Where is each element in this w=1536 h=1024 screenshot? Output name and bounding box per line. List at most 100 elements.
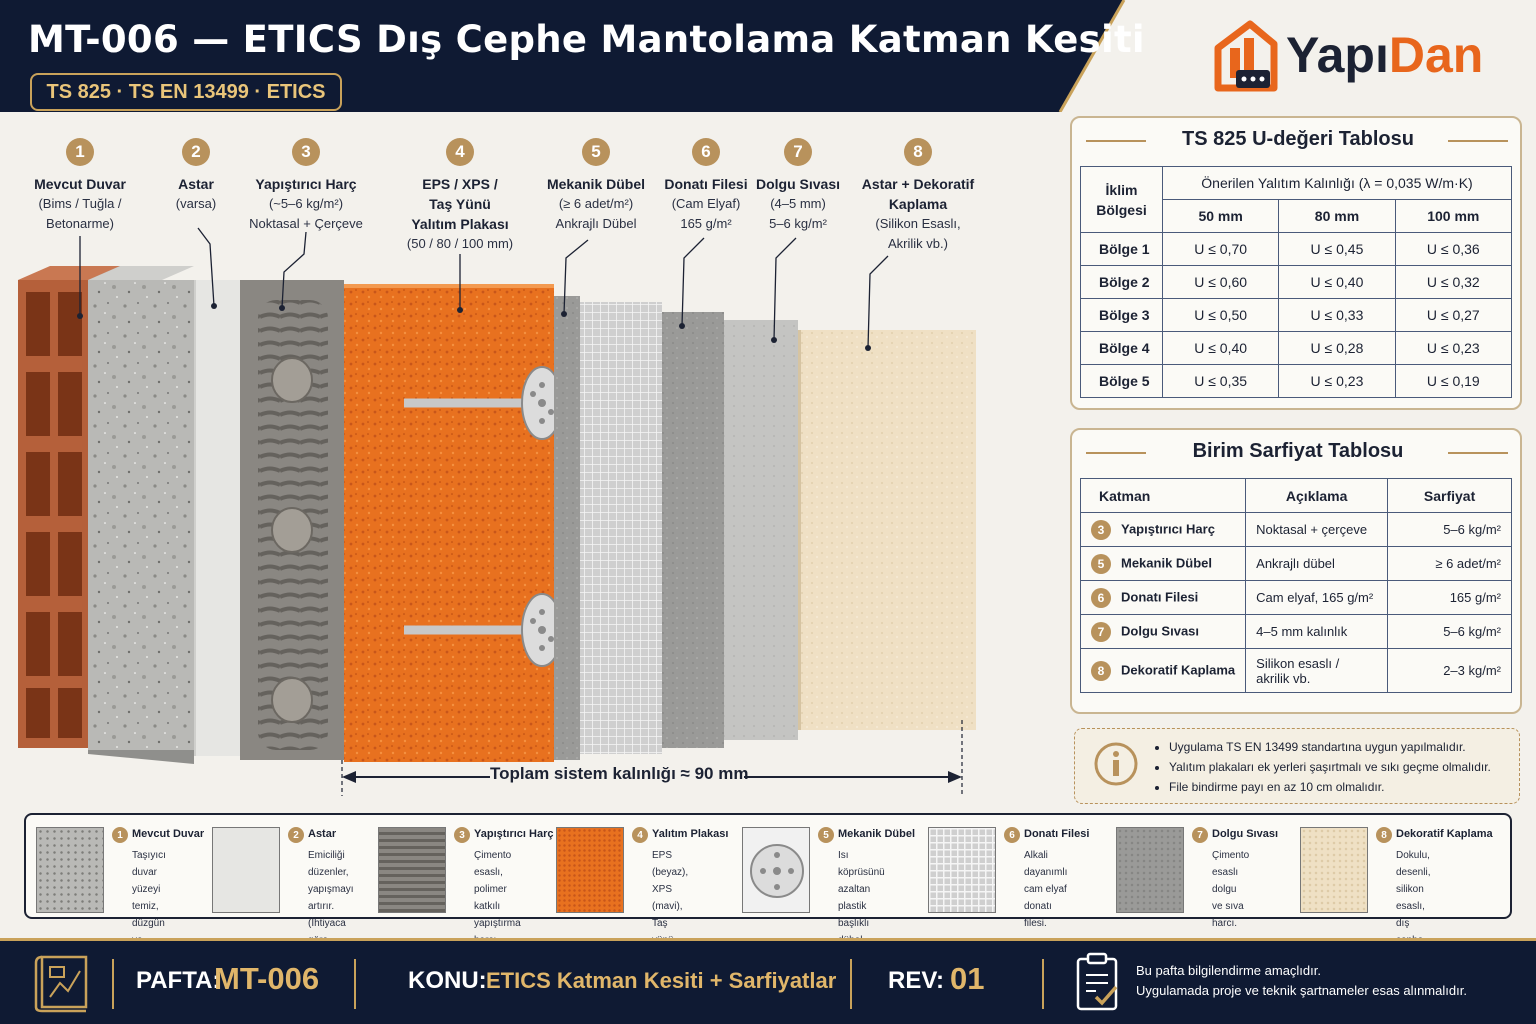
layer-name: Astar + Dekoratif Kaplama [861,176,975,212]
s-col-header: Açıklama [1245,478,1389,513]
layer-number-badge: 8 [1376,827,1392,843]
footer-note-1: Bu pafta bilgilendirme amaçlıdır. [1136,963,1321,978]
layer-name: Dolgu Sıvası [755,176,841,192]
standards-badge: TS 825 · TS EN 13499 · ETICS [30,73,342,111]
legend-title: Yalıtım Plakası [652,828,729,840]
u-cell: U ≤ 0,33 [1278,298,1396,332]
u-col-header: 50 mm [1161,199,1280,233]
layer-number-badge: 1 [112,827,128,843]
layer-number-badge: 5 [1091,553,1111,574]
layer-number-badge: 7 [1192,827,1208,843]
u-cell: Bölge 2 [1080,265,1163,299]
layer-number-badge: 3 [292,138,320,166]
u-cell: U ≤ 0,23 [1278,364,1396,398]
layer-name: Donatı Filesi [664,176,748,192]
layer-desc: (varsa) [175,196,217,211]
u-cell: Bölge 3 [1080,298,1163,332]
layer-name: Donatı Filesi [1121,588,1199,604]
u-cell: U ≤ 0,32 [1394,265,1513,299]
u-cell: U ≤ 0,19 [1394,364,1513,398]
u-col-zone: İklim Bölgesi [1080,166,1163,233]
notes-panel: Uygulama TS EN 13499 standartına uygun y… [1074,728,1520,804]
layer-desc: (≥ 6 adet/m²) Ankrajlı Dübel [555,196,637,231]
layer-number-badge: 3 [454,827,470,843]
info-icon [1094,742,1138,786]
u-cell: Bölge 4 [1080,331,1163,365]
u-cell: U ≤ 0,70 [1161,232,1280,266]
u-cell: Bölge 1 [1080,232,1163,266]
legend-swatch [36,827,104,913]
clipboard-check-icon [1076,952,1118,1011]
s-table-title: Birim Sarfiyat Tablosu [1192,440,1404,462]
u-cell: U ≤ 0,45 [1278,232,1396,266]
s-cell: Ankrajlı dübel [1245,546,1389,581]
layer-desc: (~5–6 kg/m²) Noktasal + Çerçeve [249,196,363,231]
note-item: File bindirme payı en az 10 cm olmalıdır… [1169,777,1515,797]
layer-name: Yapıştırıcı Harç [1121,520,1215,536]
s-cell: Silikon esaslı / akrilik vb. [1245,648,1389,693]
s-cell: ≥ 6 adet/m² [1387,546,1512,581]
legend-desc: Çimento esaslı, polimer katkılı yapıştır… [474,850,521,946]
legend-desc: Isı köprüsünü azaltan plastik başlıklı d… [838,850,885,946]
pafta-label: PAFTA: [136,967,221,994]
layer-number-badge: 5 [818,827,834,843]
notes-list: Uygulama TS EN 13499 standartına uygun y… [1155,737,1515,797]
footer-note-2: Uygulamada proje ve teknik şartnameler e… [1136,983,1467,998]
layer-desc: (4–5 mm) 5–6 kg/m² [769,196,827,231]
rev-label: REV: [888,967,945,994]
anchor-disc-icon [750,844,804,898]
legend-swatch [212,827,280,913]
u-cell: Bölge 5 [1080,364,1163,398]
cross-section-drawing [18,266,976,796]
layer-number-badge: 6 [692,138,720,166]
legend-desc: Alkali dayanımlı cam elyaf donatı filesi… [1024,850,1068,929]
legend-swatch [1300,827,1368,913]
u-cell: U ≤ 0,35 [1161,364,1280,398]
u-cell: U ≤ 0,50 [1161,298,1280,332]
layer-number-badge: 3 [1091,519,1111,540]
layer-number-badge: 4 [632,827,648,843]
layer-name: Dolgu Sıvası [1121,622,1200,638]
layer-number-badge: 4 [446,138,474,166]
legend-title: Dekoratif Kaplama [1396,828,1493,840]
layer-number-badge: 2 [288,827,304,843]
rev-value: 01 [950,961,985,996]
legend-swatch [928,827,996,913]
u-col-header: 80 mm [1278,199,1396,233]
blueprint-icon [34,955,88,1013]
layer-number-badge: 7 [1091,621,1111,642]
s-col-header: Katman [1079,478,1247,513]
s-cell: 4–5 mm kalınlık [1245,614,1389,649]
s-cell: 5–6 kg/m² [1387,512,1512,547]
layer-desc: (Cam Elyaf) 165 g/m² [671,196,741,231]
u-cell: U ≤ 0,23 [1394,331,1513,365]
konu-value: ETICS Katman Kesiti + Sarfiyatlar [486,968,837,993]
footer-bar: PAFTA: MT-006 KONU: ETICS Katman Kesiti … [0,938,1536,1024]
layer-name: Mevcut Duvar [34,176,126,192]
layer-name: EPS / XPS / Taş Yünü Yalıtım Plakası [411,176,509,232]
s-cell: 2–3 kg/m² [1387,648,1512,693]
s-col-header: Sarfiyat [1387,478,1512,513]
layer-number-badge: 8 [1091,660,1111,681]
legend-swatch [742,827,810,913]
s-cell: 165 g/m² [1387,580,1512,615]
u-col-header: 100 mm [1394,199,1513,233]
legend-title: Astar [308,828,337,840]
legend-title: Yapıştırıcı Harç [474,828,554,840]
house-logo-icon [1214,20,1278,92]
legend-swatch [1116,827,1184,913]
